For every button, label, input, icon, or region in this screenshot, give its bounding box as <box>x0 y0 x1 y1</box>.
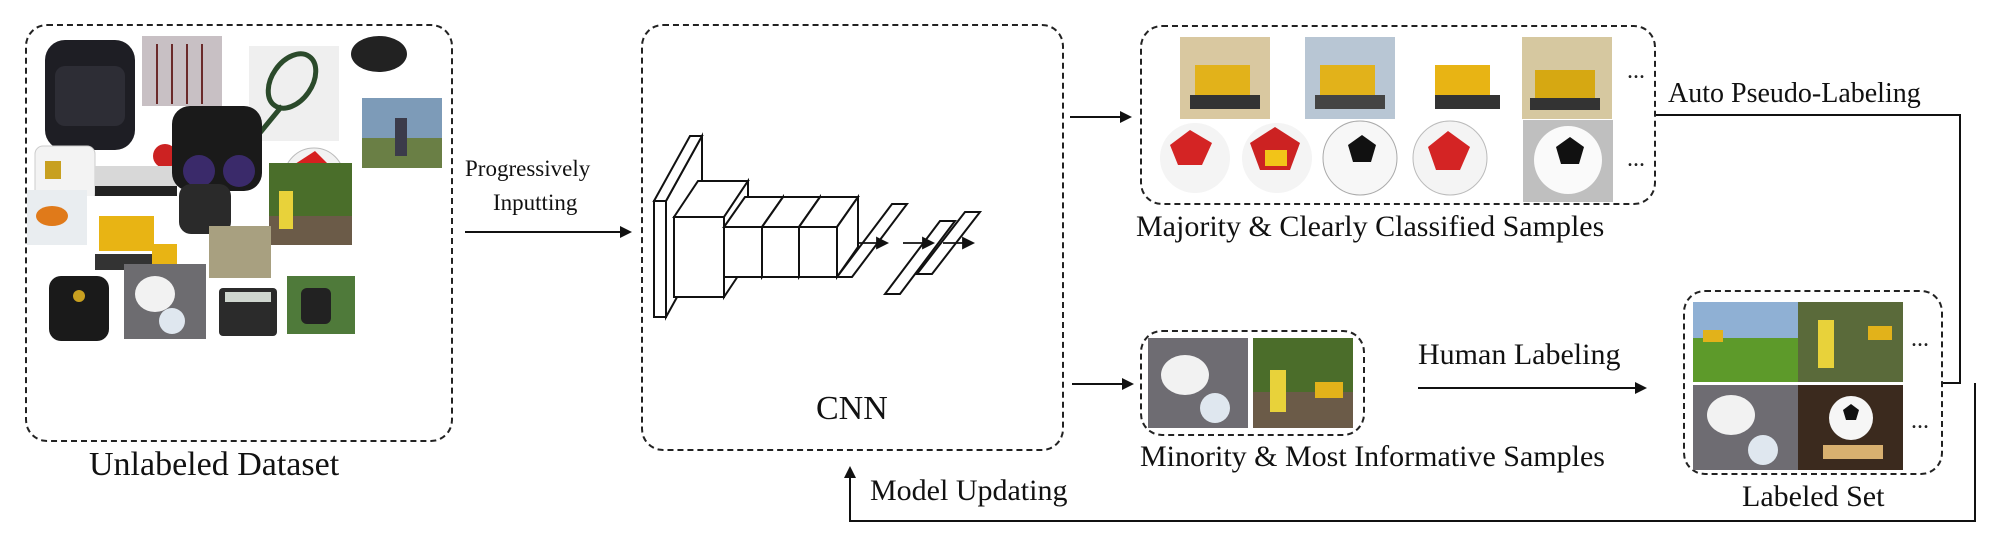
progressively-label: Progressively <box>465 156 591 181</box>
majority-samples-images <box>1160 37 1613 202</box>
labeled-ellipsis-row1: ... <box>1911 326 1929 352</box>
unlabeled-dataset-collage <box>27 36 442 341</box>
model-updating-label: Model Updating <box>870 474 1068 507</box>
majority-ellipsis-row1: ... <box>1627 58 1645 84</box>
small-backpack-image <box>49 276 109 341</box>
tape-image <box>153 144 177 168</box>
unlabeled-dataset-label: Unlabeled Dataset <box>89 446 340 483</box>
majority-ellipsis-row2: ... <box>1627 146 1645 172</box>
auto-pseudo-labeling-label: Auto Pseudo-Labeling <box>1668 78 1921 109</box>
auto-pseudo-labeling-path <box>1656 114 1961 384</box>
binoculars-small-image <box>351 36 407 72</box>
bulldozer-thumbs-row <box>1180 37 1612 119</box>
minority-samples-box <box>1140 330 1365 436</box>
minority-samples-label: Minority & Most Informative Samples <box>1140 440 1605 473</box>
hand-image <box>209 226 271 278</box>
cnn-box <box>641 24 1064 451</box>
labeled-set-images <box>1693 302 1903 470</box>
majority-samples-label: Majority & Clearly Classified Samples <box>1136 210 1605 243</box>
badminton-rackets-image <box>142 36 222 106</box>
dark-backpack-image <box>179 184 231 234</box>
minority-samples-images <box>1148 338 1353 428</box>
cnn-architecture <box>652 132 983 321</box>
model-updating-path <box>844 383 1976 522</box>
soccer-ball-thumbs-row <box>1160 120 1613 202</box>
labeled-set-label: Labeled Set <box>1742 480 1885 513</box>
cnn-label: CNN <box>816 390 888 427</box>
labeled-ellipsis-row2: ... <box>1911 408 1929 434</box>
human-labeling-label: Human Labeling <box>1418 338 1621 371</box>
majority-samples-box <box>1140 25 1656 205</box>
labeled-set-box <box>1683 290 1943 475</box>
inputting-label: Inputting <box>493 190 578 215</box>
unlabeled-dataset-box <box>25 24 453 442</box>
